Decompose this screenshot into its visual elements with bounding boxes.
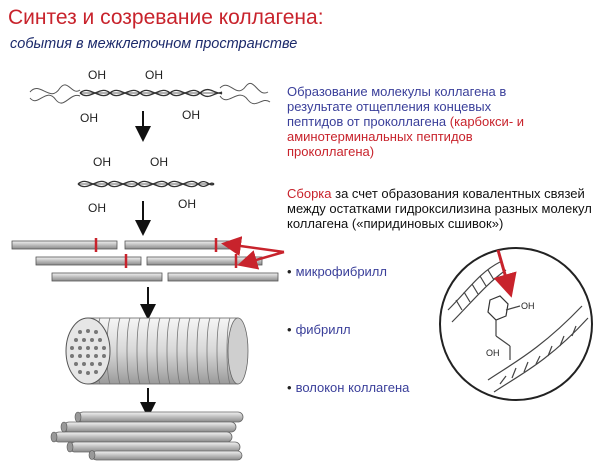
crosslink-pointer-1 [221,236,285,256]
crosslink-inset: OH OH [439,247,593,401]
inset-pointer-arrow [493,249,517,298]
step-1-description: Образование молекулы коллагена в результ… [287,84,537,159]
oh-label: OH [88,201,106,215]
bullet-dot: • [287,380,292,395]
bullet-dot: • [287,322,292,337]
oh-label: OH [178,197,196,211]
bullet-fibril: •фибрилл [287,322,351,337]
oh-label: OH [150,155,168,169]
collagen-molecule: OH OH OH OH [77,155,215,215]
step-2-description: Сборка за счет образования ковалентных с… [287,186,597,231]
oh-label: OH [486,348,500,358]
fibril-label: фибрилл [295,322,351,337]
bullet-microfibril: •микрофибрилл [287,264,387,279]
oh-label: OH [145,68,163,82]
fiber-label: волокон коллагена [295,380,410,395]
step-2-text: за счет образования ковалентных связей м… [287,186,592,231]
oh-label: OH [182,108,200,122]
diagram-subtitle: события в межклеточном пространстве [10,36,298,52]
staggered-molecules [11,238,279,282]
bullet-dot: • [287,264,292,279]
crosslink-pointer-2 [237,250,285,270]
oh-label: OH [88,68,106,82]
oh-label: OH [93,155,111,169]
oh-label: OH [80,111,98,125]
microfibril-label: микрофибрилл [295,264,387,279]
step-2-assembly-word: Сборка [287,186,332,201]
bullet-fiber: •волокон коллагена [287,380,409,395]
fiber-bundle [50,411,244,461]
fibril-cylinder [65,317,249,385]
step-1-peptides-note: (карбокси- и аминотерминальных пептидов … [287,114,525,159]
oh-label: OH [521,301,535,311]
procollagen-molecule: OH OH OH OH [29,68,271,125]
diagram-title: Синтез и созревание коллагена: [8,6,324,29]
step-1-text: Образование молекулы коллагена в результ… [287,84,507,129]
